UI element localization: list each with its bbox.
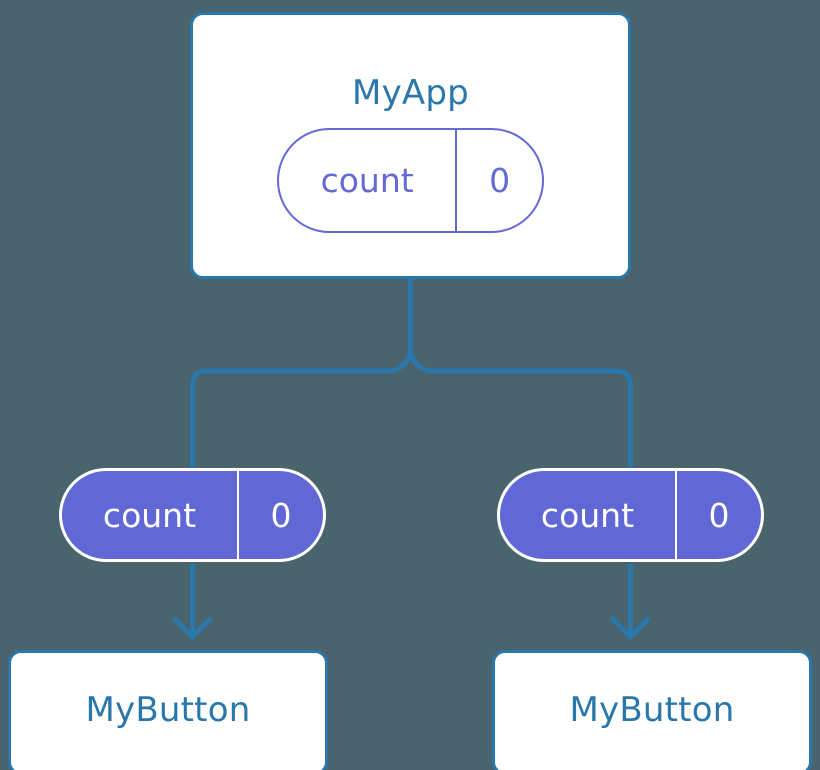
- state-value-right: 0: [674, 471, 761, 559]
- state-value-left: 0: [236, 471, 323, 559]
- component-label-myapp: MyApp: [352, 73, 469, 113]
- wire-arrow-left: [172, 564, 213, 640]
- component-box-mybutton-left[interactable]: MyButton: [8, 650, 328, 770]
- component-label-mybutton-right: MyButton: [569, 690, 735, 730]
- state-capsule-right[interactable]: count 0: [497, 468, 764, 562]
- state-value-root: 0: [455, 130, 542, 231]
- component-box-mybutton-right[interactable]: MyButton: [492, 650, 812, 770]
- wire-arrow-right: [610, 564, 651, 640]
- wire-branch-left: [190, 344, 413, 469]
- state-key-left: count: [102, 495, 197, 535]
- component-label-mybutton-left: MyButton: [85, 690, 251, 730]
- state-capsule-left[interactable]: count 0: [59, 468, 326, 562]
- state-key-root: count: [320, 161, 414, 200]
- state-key-right: count: [540, 495, 635, 535]
- wire-branch-right: [408, 344, 633, 469]
- state-capsule-root[interactable]: count 0: [277, 128, 544, 233]
